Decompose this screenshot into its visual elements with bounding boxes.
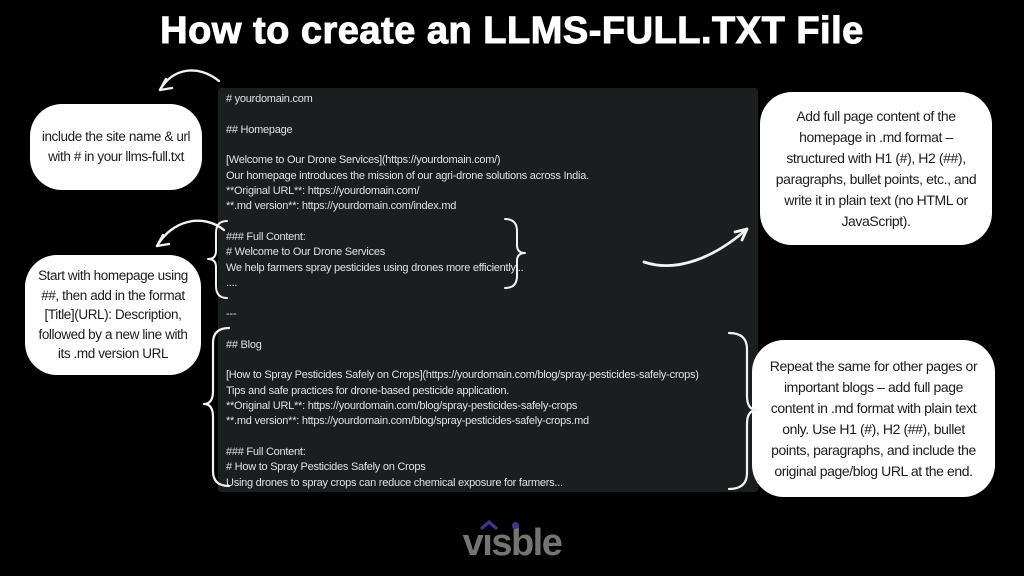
code-line: Tips and safe practices for drone-based … — [226, 384, 510, 397]
page-title: How to create an LLMS-FULL.TXT File — [160, 10, 864, 53]
code-line — [226, 353, 758, 368]
code-line: [How to Spray Pesticides Safely on Crops… — [226, 369, 699, 382]
callout-homepage-format-text: Start with homepage using ##, then add i… — [38, 268, 188, 362]
code-lines: # yourdomain.com ## Homepage [Welcome to… — [226, 92, 758, 491]
callout-full-page-content-text: Add full page content of the homepage in… — [775, 107, 977, 229]
code-line: .... — [226, 277, 238, 290]
code-line — [226, 107, 758, 122]
callout-repeat-pages-text: Repeat the same for other pages or impor… — [769, 357, 978, 479]
code-line — [226, 138, 758, 153]
code-line: Our homepage introduces the mission of o… — [226, 169, 589, 182]
code-line — [226, 322, 758, 337]
callout-site-name-url-text: include the site name & url with # in yo… — [41, 128, 191, 164]
code-line: **.md version**: https://yourdomain.com/… — [226, 200, 457, 213]
callout-full-page-content: Add full page content of the homepage in… — [760, 92, 992, 245]
code-line: --- — [226, 307, 237, 320]
code-line: Using drones to spray crops can reduce c… — [226, 476, 563, 489]
code-line: ### Full Content: — [226, 445, 306, 458]
llms-full-txt-code-panel: # yourdomain.com ## Homepage [Welcome to… — [218, 88, 758, 492]
visible-logo-wordmark: vısble — [462, 521, 563, 564]
visible-logo-wordmark-wrap: vısble — [462, 519, 563, 565]
callout-site-name-url: include the site name & url with # in yo… — [30, 104, 202, 190]
callout-repeat-pages: Repeat the same for other pages or impor… — [752, 340, 995, 497]
code-line: ## Homepage — [226, 123, 293, 136]
code-line: # Welcome to Our Drone Services — [226, 246, 385, 259]
code-line — [226, 215, 758, 230]
code-line: ## Blog — [226, 338, 262, 351]
code-line: # How to Spray Pesticides Safely on Crop… — [226, 461, 426, 474]
visible-logo: vısble — [0, 519, 1024, 566]
code-line: **.md version**: https://yourdomain.com/… — [226, 415, 589, 428]
arrow-top-left-icon — [158, 69, 221, 92]
code-line: [Welcome to Our Drone Services](https://… — [226, 154, 501, 167]
code-line: ### Full Content: — [226, 231, 306, 244]
logo-dot-icon — [511, 521, 519, 529]
code-line — [226, 291, 758, 306]
code-line — [226, 430, 758, 445]
code-line: **Original URL**: https://yourdomain.com… — [226, 399, 578, 412]
callout-homepage-format: Start with homepage using ##, then add i… — [25, 255, 201, 375]
code-line: We help farmers spray pesticides using d… — [226, 261, 524, 274]
code-line: # yourdomain.com — [226, 93, 313, 105]
code-line: **Original URL**: https://yourdomain.com… — [226, 185, 420, 198]
logo-caret-icon — [480, 517, 498, 535]
arrow-mid-left-icon — [155, 219, 226, 248]
